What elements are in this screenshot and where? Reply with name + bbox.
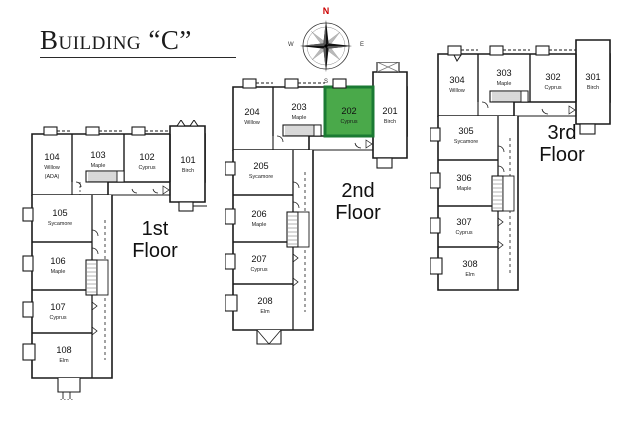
unit-name: Willow — [244, 120, 260, 126]
page-title: Building “C” — [40, 25, 192, 55]
unit-name: Maple — [457, 186, 472, 192]
page-title-block: Building “C” — [40, 25, 300, 59]
unit-name: Cyprus — [340, 119, 357, 125]
unit-number: 201 — [382, 106, 397, 116]
unit-number: 208 — [257, 296, 272, 306]
floor-plan-3rd-floor: 304 Willow 303 Maple 302 Cyprus 301 Birc… — [430, 28, 625, 298]
unit-name: Cyprus — [250, 267, 267, 273]
compass-rose-icon: N S W E — [288, 6, 364, 85]
unit-name: Maple — [51, 269, 66, 275]
unit-number: 204 — [244, 107, 259, 117]
unit-name: Maple — [497, 81, 512, 87]
unit-number: 107 — [50, 302, 65, 312]
unit-number: 207 — [251, 254, 266, 264]
unit-name: Maple — [91, 163, 106, 169]
unit-number: 106 — [50, 256, 65, 266]
unit-sub: (ADA) — [45, 174, 60, 180]
unit-name: Sycamore — [454, 139, 478, 145]
unit-number: 304 — [449, 75, 464, 85]
unit-number: 303 — [496, 68, 511, 78]
unit-name: Elm — [465, 272, 475, 278]
unit-name: Willow — [449, 88, 465, 94]
unit-name: Birch — [587, 85, 599, 91]
unit-number: 108 — [56, 345, 71, 355]
unit-number: 302 — [545, 72, 560, 82]
unit-name: Maple — [252, 222, 267, 228]
unit-name: Sycamore — [249, 174, 273, 180]
title-divider — [40, 57, 236, 59]
floor-plan-2nd-floor: 204 Willow 203 Maple 202 Cyprus 201 Birc… — [225, 62, 415, 352]
floor-label-2nd: 2nd Floor — [335, 180, 381, 225]
unit-name: Maple — [292, 115, 307, 121]
unit-number: 206 — [251, 209, 266, 219]
unit-number: 101 — [180, 155, 195, 165]
unit-number: 306 — [456, 173, 471, 183]
unit-number: 305 — [458, 126, 473, 136]
unit-number: 103 — [90, 150, 105, 160]
compass-south-label: S — [323, 79, 328, 85]
unit-number: 102 — [139, 152, 154, 162]
floor-plan-1st-floor: 104 Willow (ADA) 103 Maple 102 Cyprus 10… — [20, 120, 220, 400]
unit-number: 308 — [462, 259, 477, 269]
compass-west-label: W — [288, 42, 294, 48]
unit-name: Cyprus — [138, 165, 155, 171]
floor-label-1st: 1st Floor — [132, 218, 178, 263]
highlighted-unit-202[interactable] — [323, 85, 375, 138]
unit-number: 205 — [253, 161, 268, 171]
compass-east-label: E — [359, 42, 364, 48]
floor-label-3rd: 3rd Floor — [539, 122, 585, 167]
unit-name: Elm — [59, 358, 69, 364]
unit-name: Sycamore — [48, 221, 72, 227]
unit-name: Willow — [44, 165, 60, 171]
unit-number: 105 — [52, 208, 67, 218]
unit-name: Cyprus — [49, 315, 66, 321]
unit-number: 104 — [44, 152, 59, 162]
unit-number: 202 — [341, 106, 356, 116]
unit-name: Birch — [384, 119, 396, 125]
unit-name: Cyprus — [544, 85, 561, 91]
unit-name: Birch — [182, 168, 194, 174]
unit-number: 307 — [456, 217, 471, 227]
unit-number: 203 — [291, 102, 306, 112]
unit-name: Cyprus — [455, 230, 472, 236]
unit-number: 301 — [585, 72, 600, 82]
unit-name: Elm — [260, 309, 270, 315]
compass-north-label: N — [322, 6, 330, 16]
